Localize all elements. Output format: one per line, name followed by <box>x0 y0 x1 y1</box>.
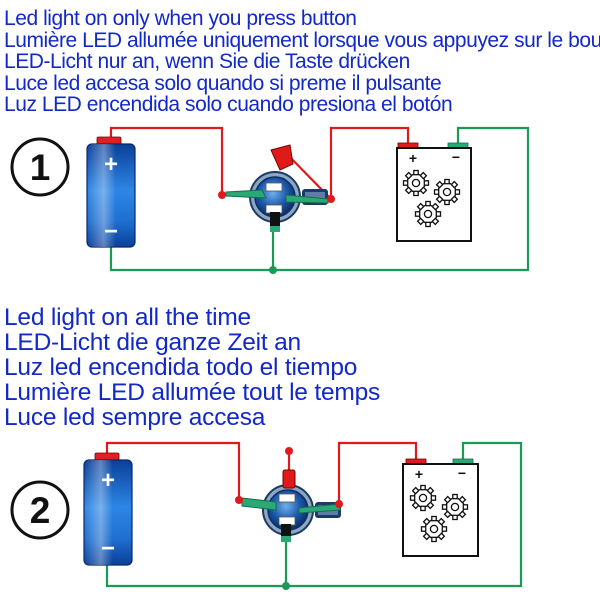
circuit-number: 2 <box>30 490 51 531</box>
battery-positive-label: + <box>101 467 115 494</box>
push-button-switch <box>241 469 341 542</box>
positive-wire <box>337 441 418 504</box>
battery-negative-label: − <box>104 218 118 245</box>
circuit-2-caption: Led light on all the time LED-Licht die … <box>4 304 381 431</box>
load-positive-label: + <box>415 466 423 482</box>
negative-junction <box>269 266 277 274</box>
circuit-2-wires <box>105 441 523 588</box>
positive-junction <box>327 195 335 203</box>
junction-dots <box>235 447 343 590</box>
positive-wire <box>105 441 241 500</box>
circuit-1-caption: Led light on only when you press button … <box>4 8 600 116</box>
circuit-number: 1 <box>30 147 51 188</box>
positive-junction <box>285 447 293 455</box>
gear-icon <box>420 515 448 543</box>
caption-line: Lumière LED allumée tout le temps <box>4 379 381 406</box>
caption-line: Luce led sempre accesa <box>4 404 266 431</box>
push-button-switch <box>225 144 329 232</box>
junction-dots <box>218 191 335 274</box>
negative-wire <box>105 441 523 588</box>
battery-positive-label: + <box>104 151 118 178</box>
load-negative-label: − <box>458 465 466 481</box>
circuit-1-number-badge: 1 <box>10 137 70 197</box>
caption-line: Luce led accesa solo quando si preme il … <box>4 71 442 95</box>
caption-line: Luz led encendida todo el tiempo <box>4 354 358 381</box>
gear-icon <box>402 169 430 197</box>
caption-line: LED-Licht die ganze Zeit an <box>4 329 301 356</box>
load-device: + − <box>396 142 472 242</box>
circuit-2: 2 + − <box>10 441 523 590</box>
caption-line: LED-Licht nur an, wenn Sie die Taste drü… <box>4 50 410 73</box>
battery-negative-label: − <box>101 535 115 562</box>
load-device: + − <box>402 458 479 557</box>
circuit-2-number-badge: 2 <box>10 480 70 540</box>
load-negative-label: − <box>452 149 460 165</box>
positive-wire <box>280 126 410 202</box>
battery: + − <box>86 136 136 248</box>
load-positive-label: + <box>409 150 417 166</box>
positive-junction <box>335 500 343 508</box>
gear-icon <box>409 484 437 512</box>
negative-junction <box>282 582 290 590</box>
positive-wire <box>109 126 224 195</box>
positive-junction <box>218 191 226 199</box>
circuit-1-wires <box>109 126 530 272</box>
battery: + − <box>83 452 133 566</box>
circuit-1: 1 + − <box>10 126 530 274</box>
caption-line: Led light on all the time <box>4 304 251 331</box>
caption-line: Lumière LED allumée uniquement lorsque v… <box>4 28 600 52</box>
negative-wire <box>109 126 530 272</box>
gear-icon <box>441 493 469 521</box>
gear-icon <box>433 178 461 206</box>
gear-icon <box>414 200 442 228</box>
caption-line: Led light on only when you press button <box>4 7 357 30</box>
positive-junction <box>235 496 243 504</box>
caption-line: Luz LED encendida solo cuando presiona e… <box>4 93 453 116</box>
